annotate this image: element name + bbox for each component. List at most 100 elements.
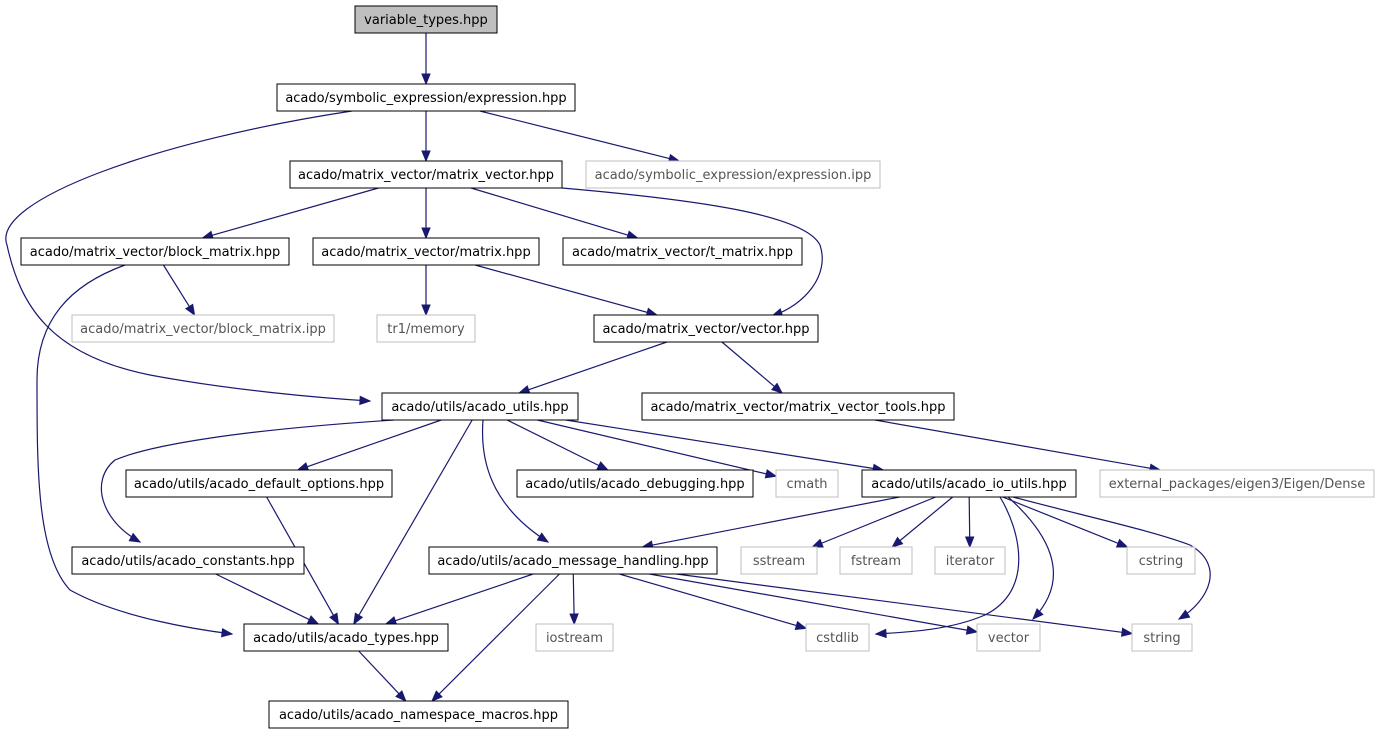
edge-acado_utils_hpp-to-cmath xyxy=(537,419,778,479)
node-label: external_packages/eigen3/Eigen/Dense xyxy=(1109,477,1366,492)
node-label: acado/symbolic_expression/expression.hpp xyxy=(285,91,566,106)
node-box xyxy=(125,469,393,498)
node-debugging_hpp[interactable]: acado/utils/acado_debugging.hpp xyxy=(516,469,754,498)
node-matrix_vector_hpp[interactable]: acado/matrix_vector/matrix_vector.hpp xyxy=(289,160,563,189)
node-box xyxy=(740,546,818,575)
node-types_hpp[interactable]: acado/utils/acado_types.hpp xyxy=(243,623,449,652)
node-box xyxy=(376,314,476,343)
node-tr1_memory[interactable]: tr1/memory xyxy=(376,314,476,343)
edge-matrix_hpp-to-tr1_memory xyxy=(421,265,431,317)
edge-acado_utils_hpp-to-constants_hpp xyxy=(100,419,395,543)
node-label: acado/utils/acado_utils.hpp xyxy=(391,400,568,415)
node-label: acado/utils/acado_debugging.hpp xyxy=(525,477,744,492)
edge-io_utils_hpp-to-string xyxy=(1012,496,1211,620)
node-acado_utils_hpp[interactable]: acado/utils/acado_utils.hpp xyxy=(381,392,579,421)
node-eigen_dense[interactable]: external_packages/eigen3/Eigen/Dense xyxy=(1099,469,1375,498)
node-label: variable_types.hpp xyxy=(364,13,488,28)
node-label: acado/matrix_vector/matrix.hpp xyxy=(321,245,530,260)
edge-message_handling_hpp-to-namespace_macros_hpp xyxy=(431,573,560,702)
node-block_matrix_hpp[interactable]: acado/matrix_vector/block_matrix.hpp xyxy=(20,237,290,266)
node-cmath[interactable]: cmath xyxy=(775,469,839,498)
node-matrix_hpp[interactable]: acado/matrix_vector/matrix.hpp xyxy=(312,237,540,266)
node-box xyxy=(71,546,305,575)
edge-matrix_vector_tools_hpp-to-eigen_dense xyxy=(874,419,1162,473)
node-box xyxy=(428,546,718,575)
node-label: acado/utils/acado_constants.hpp xyxy=(81,554,294,569)
edge-acado_utils_hpp-to-default_options_hpp xyxy=(296,419,442,472)
edge-types_hpp-to-namespace_macros_hpp xyxy=(358,650,407,702)
node-box xyxy=(1126,546,1196,575)
node-expression_ipp[interactable]: acado/symbolic_expression/expression.ipp xyxy=(585,160,881,189)
node-label: acado/matrix_vector/matrix_vector_tools.… xyxy=(650,400,945,415)
edge-io_utils_hpp-to-fstream xyxy=(891,496,954,548)
node-label: iterator xyxy=(946,554,995,569)
node-box xyxy=(861,469,1077,498)
edge-message_handling_hpp-to-string xyxy=(676,573,1134,637)
node-block_matrix_ipp[interactable]: acado/matrix_vector/block_matrix.ipp xyxy=(71,314,335,343)
node-box xyxy=(289,160,563,189)
node-iterator[interactable]: iterator xyxy=(934,546,1006,575)
node-sstream[interactable]: sstream xyxy=(740,546,818,575)
node-box xyxy=(381,392,579,421)
edge-matrix_hpp-to-vector_hpp xyxy=(474,264,659,317)
node-box xyxy=(641,392,955,421)
edge-expression_hpp-to-expression_ipp xyxy=(479,110,681,164)
node-box xyxy=(593,314,819,343)
edge-matrix_vector_hpp-to-block_matrix_hpp xyxy=(201,187,379,240)
node-string[interactable]: string xyxy=(1131,623,1193,652)
edge-message_handling_hpp-to-vector xyxy=(649,573,979,635)
nodes-layer: variable_types.hpp acado/symbolic_express… xyxy=(20,5,1375,729)
edge-io_utils_hpp-to-message_handling_hpp xyxy=(641,496,900,550)
edge-io_utils_hpp-to-vector xyxy=(1007,496,1054,620)
node-box xyxy=(312,237,540,266)
node-t_matrix_hpp[interactable]: acado/matrix_vector/t_matrix.hpp xyxy=(562,237,803,266)
node-iostream[interactable]: iostream xyxy=(535,623,614,652)
node-label: fstream xyxy=(851,554,901,569)
node-box xyxy=(243,623,449,652)
node-box xyxy=(562,237,803,266)
node-box xyxy=(934,546,1006,575)
node-fstream[interactable]: fstream xyxy=(839,546,913,575)
node-label: sstream xyxy=(753,554,805,569)
edge-root-to-expression_hpp xyxy=(421,33,431,86)
node-matrix_vector_tools_hpp[interactable]: acado/matrix_vector/matrix_vector_tools.… xyxy=(641,392,955,421)
edge-io_utils_hpp-to-cstring xyxy=(1002,496,1129,548)
edge-message_handling_hpp-to-types_hpp xyxy=(384,573,534,626)
node-label: acado/utils/acado_message_handling.hpp xyxy=(437,554,708,569)
edge-acado_utils_hpp-to-types_hpp xyxy=(353,419,473,626)
node-constants_hpp[interactable]: acado/utils/acado_constants.hpp xyxy=(71,546,305,575)
node-box xyxy=(516,469,754,498)
node-label: cstring xyxy=(1139,554,1183,569)
node-label: acado/utils/acado_default_options.hpp xyxy=(134,477,384,492)
node-vector[interactable]: vector xyxy=(976,623,1041,652)
node-box xyxy=(775,469,839,498)
node-label: acado/utils/acado_types.hpp xyxy=(253,631,439,646)
node-namespace_macros_hpp[interactable]: acado/utils/acado_namespace_macros.hpp xyxy=(268,700,569,729)
node-expression_hpp[interactable]: acado/symbolic_expression/expression.hpp xyxy=(276,83,576,112)
node-label: acado/matrix_vector/t_matrix.hpp xyxy=(572,245,793,260)
edge-acado_utils_hpp-to-debugging_hpp xyxy=(506,419,610,471)
node-default_options_hpp[interactable]: acado/utils/acado_default_options.hpp xyxy=(125,469,393,498)
node-label: acado/utils/acado_namespace_macros.hpp xyxy=(279,708,558,723)
edge-io_utils_hpp-to-sstream xyxy=(811,496,936,548)
node-box xyxy=(20,237,290,266)
edge-vector_hpp-to-acado_utils_hpp xyxy=(517,341,668,395)
node-message_handling_hpp[interactable]: acado/utils/acado_message_handling.hpp xyxy=(428,546,718,575)
edge-io_utils_hpp-to-iterator xyxy=(964,496,975,549)
node-cstdlib[interactable]: cstdlib xyxy=(805,623,870,652)
node-cstring[interactable]: cstring xyxy=(1126,546,1196,575)
node-box xyxy=(354,5,498,34)
node-label: acado/matrix_vector/vector.hpp xyxy=(602,322,809,337)
node-root[interactable]: variable_types.hpp xyxy=(354,5,498,34)
node-box xyxy=(1131,623,1193,652)
node-io_utils_hpp[interactable]: acado/utils/acado_io_utils.hpp xyxy=(861,469,1077,498)
node-label: acado/matrix_vector/matrix_vector.hpp xyxy=(298,168,554,183)
node-vector_hpp[interactable]: acado/matrix_vector/vector.hpp xyxy=(593,314,819,343)
node-box xyxy=(268,700,569,729)
node-box xyxy=(276,83,576,112)
node-box xyxy=(805,623,870,652)
edge-block_matrix_hpp-to-block_matrix_ipp xyxy=(162,264,196,317)
edge-constants_hpp-to-types_hpp xyxy=(215,573,320,625)
node-label: acado/symbolic_expression/expression.ipp xyxy=(595,168,872,183)
